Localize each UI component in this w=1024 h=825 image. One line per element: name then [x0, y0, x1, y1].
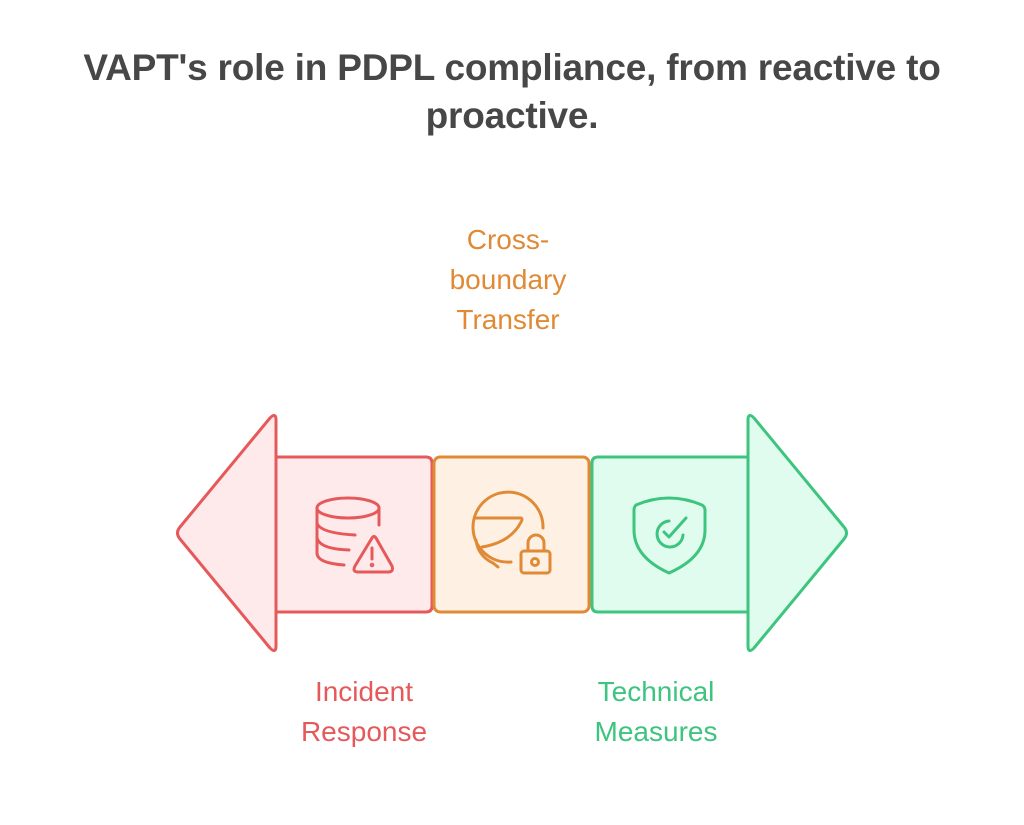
- right-arrow-head: [746, 413, 848, 653]
- label-line: Measures: [594, 716, 718, 747]
- diagram-title: VAPT's role in PDPL compliance, from rea…: [0, 44, 1024, 140]
- label-line: Incident: [314, 676, 414, 707]
- shield-check-icon: [632, 496, 707, 575]
- label-line: Response: [300, 716, 428, 747]
- stage-label-technical-measures: Technical Measures: [546, 672, 766, 752]
- label-line: Cross-: [466, 224, 550, 255]
- title-line-2: proactive.: [425, 95, 599, 136]
- globe-lock-icon: [471, 490, 552, 575]
- stage-label-cross-boundary-transfer: Cross- boundary Transfer: [408, 220, 608, 340]
- label-line: boundary: [449, 264, 567, 295]
- label-line: Transfer: [456, 304, 560, 335]
- stage-label-incident-response: Incident Response: [254, 672, 474, 752]
- label-line: Technical: [597, 676, 715, 707]
- title-line-1: VAPT's role in PDPL compliance, from rea…: [83, 47, 941, 88]
- database-warning-icon: [315, 496, 394, 574]
- left-arrow-head: [176, 413, 278, 653]
